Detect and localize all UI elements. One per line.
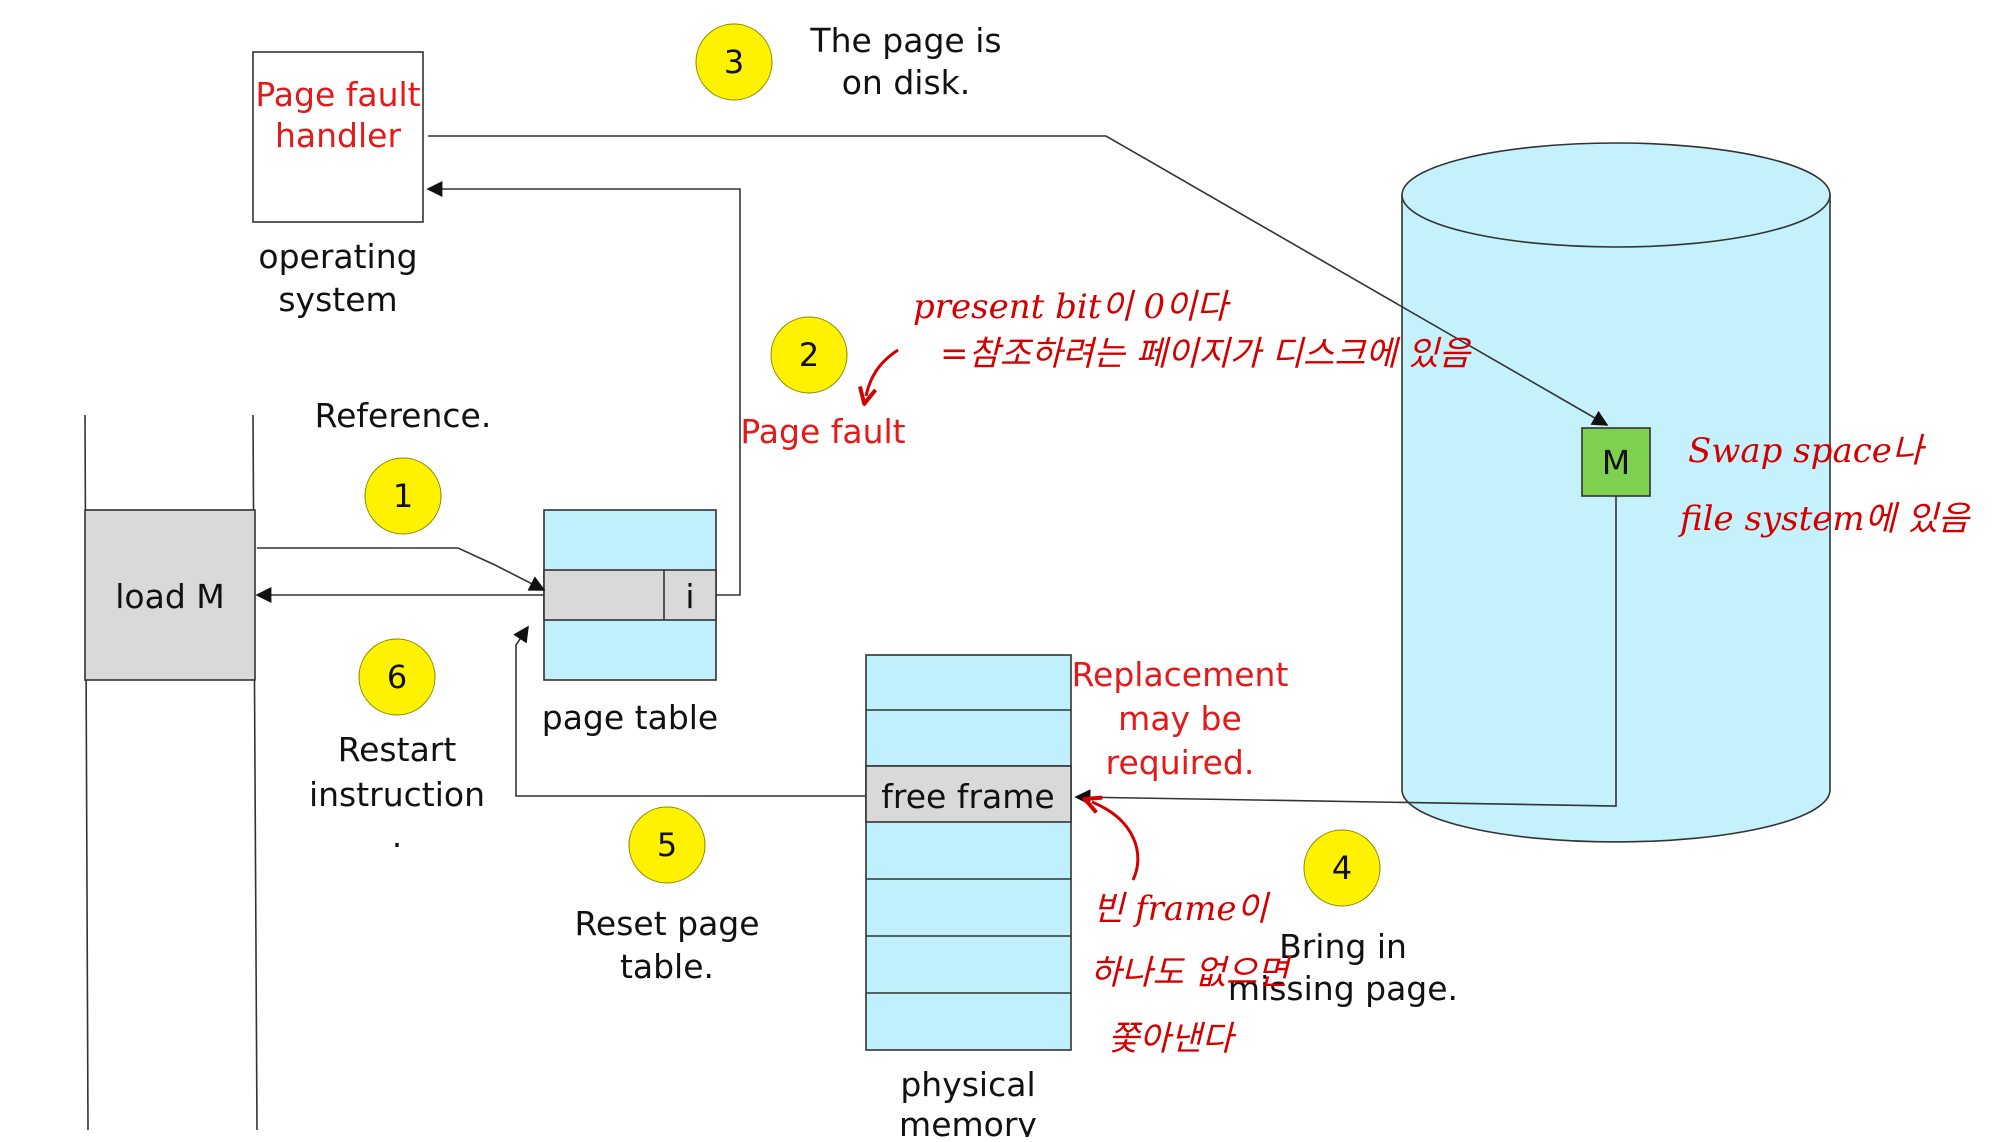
step-4-label-line2: missing page.: [1228, 969, 1458, 1008]
step-6-number: 6: [387, 658, 407, 696]
step-4-label-line1: Bring in: [1279, 927, 1407, 966]
replacement-line3: required.: [1106, 743, 1255, 782]
step-1-number: 1: [393, 477, 413, 515]
step-3-number: 3: [724, 43, 744, 81]
annotation-arrow-to-free-frame: [1092, 802, 1140, 881]
step-6-label-line2: instruction: [309, 775, 485, 814]
reset-arrow: [513, 625, 866, 797]
replacement-line1: Replacement: [1072, 655, 1289, 694]
annotation-present-bit: present bit이 0이다: [913, 287, 1231, 327]
step-6-circle: [358, 638, 436, 716]
step-4-number: 4: [1332, 849, 1352, 887]
memory-caption-line1: physical: [900, 1065, 1035, 1104]
page-table-bit: i: [685, 577, 694, 616]
step-2-circle: [770, 316, 848, 394]
step-4-circle: [1303, 829, 1381, 907]
step-1-circle: [364, 457, 442, 535]
step-1-label: Reference.: [315, 396, 492, 435]
trap-arrow: [426, 181, 741, 596]
free-frame: [865, 765, 1072, 823]
replacement-line2: may be: [1118, 699, 1242, 738]
annotation-free-frame-1: 빈 frame이: [1093, 889, 1271, 929]
step-3-label-line2: on disk.: [842, 63, 971, 102]
bring-in-arrow: [1074, 496, 1617, 807]
os-label-line1: operating: [258, 237, 417, 276]
disk-request-arrow: [428, 135, 1609, 426]
handler-label-line2: handler: [275, 116, 401, 155]
step-5-label-line2: table.: [620, 947, 714, 986]
step-5-label-line1: Reset page: [574, 904, 759, 943]
annotation-arrow-to-page-fault: [866, 348, 899, 396]
step-2-label: Page fault: [740, 412, 905, 451]
step-3-circle: [695, 23, 773, 101]
memory-caption-line2: memory: [899, 1105, 1037, 1137]
reference-arrow: [257, 547, 546, 591]
step-6-label-line1: Restart: [338, 730, 457, 769]
step-3-label-line1: The page is: [809, 21, 1001, 60]
disk-page-m: [1581, 427, 1651, 497]
step-2-number: 2: [799, 336, 819, 374]
step-5-number: 5: [657, 826, 677, 864]
annotation-page-on-disk: =참조하려는 페이지가 디스크에 있음: [940, 334, 1472, 374]
step-6-label-line3: .: [392, 816, 403, 855]
handler-label-line1: Page fault: [255, 75, 420, 114]
step-5-circle: [628, 806, 706, 884]
disk-page-m-label: M: [1602, 443, 1630, 482]
os-label-line2: system: [278, 280, 397, 319]
annotation-free-frame-2: 하나도 없으면: [1090, 953, 1292, 993]
load-m-label: load M: [115, 577, 225, 616]
page-fault-handler-box: [252, 51, 424, 223]
physical-memory: [865, 654, 1072, 1051]
free-frame-label: free frame: [881, 777, 1054, 816]
annotation-free-frame-3: 쫓아낸다: [1108, 1019, 1237, 1059]
page-table-caption: page table: [542, 698, 719, 737]
annotation-swap-space: Swap space나: [1688, 431, 1927, 471]
annotation-file-system: file system에 있음: [1677, 499, 1971, 539]
load-m-box: [84, 509, 256, 681]
